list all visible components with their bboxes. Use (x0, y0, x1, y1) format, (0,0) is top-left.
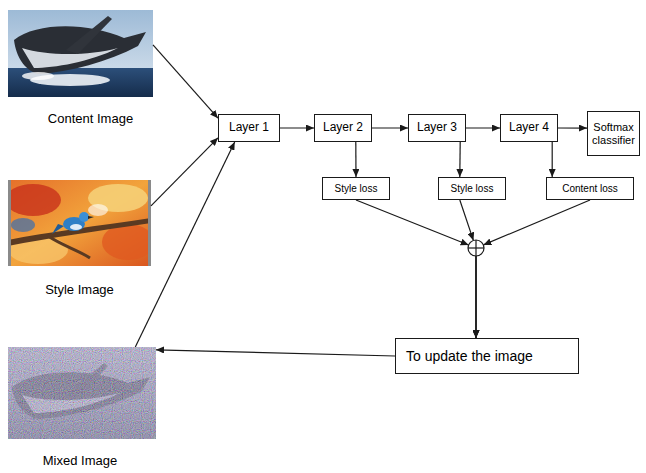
image-caption: Content Image (18, 111, 163, 126)
image-card: Content Image (8, 10, 153, 97)
box-label: Content loss (562, 183, 618, 195)
connector (356, 200, 476, 338)
connector (466, 128, 500, 129)
loss-box: Style loss (438, 177, 506, 200)
update-box: To update the image (395, 338, 579, 374)
image-caption: Style Image (8, 282, 151, 297)
connector-line (372, 127, 408, 128)
connector (476, 200, 590, 338)
box-label: Softmax classifier (592, 121, 635, 146)
connector-line (280, 127, 314, 128)
connector-line (135, 142, 234, 347)
image-caption: Mixed Image (6, 453, 154, 468)
connector-line (552, 142, 553, 177)
layer-box: Layer 2 (314, 114, 372, 142)
whale-photo (8, 10, 153, 97)
image-card: Style Image (8, 180, 151, 266)
connector-line (475, 256, 476, 338)
sum-symbol (468, 240, 484, 256)
connector-line (355, 142, 356, 177)
connector (153, 45, 218, 118)
connector-line (475, 256, 476, 338)
connector-line (356, 200, 469, 245)
connector (151, 138, 218, 206)
box-label: To update the image (406, 348, 533, 364)
connector (460, 200, 476, 338)
connector (135, 142, 234, 347)
loss-box: Style loss (322, 177, 390, 200)
connector (355, 142, 356, 177)
box-label: Layer 1 (229, 121, 269, 135)
connector (372, 128, 408, 129)
classifier-box: Softmax classifier (587, 111, 640, 156)
box-label: Style loss (335, 183, 378, 195)
box-label: Style loss (451, 183, 494, 195)
noisy-photo (8, 347, 156, 439)
painting (8, 180, 151, 266)
layer-box: Layer 1 (218, 114, 280, 142)
connector-line (156, 350, 395, 356)
connector (552, 142, 553, 177)
layer-box: Layer 3 (408, 114, 466, 142)
connector-line (558, 127, 587, 128)
loss-box: Content loss (546, 177, 634, 200)
connector (558, 128, 587, 129)
box-label: Layer 4 (509, 121, 549, 135)
layer-box: Layer 4 (500, 114, 558, 142)
connector-line (483, 200, 590, 245)
connector (280, 128, 314, 129)
image-card: Mixed Image (8, 347, 156, 439)
connector (459, 142, 460, 177)
connector-line (459, 142, 461, 177)
connector-line (466, 127, 500, 128)
connector-line (151, 138, 218, 206)
connector-line (475, 256, 476, 338)
box-label: Layer 3 (417, 121, 457, 135)
box-label: Layer 2 (323, 121, 363, 135)
connector-line (460, 200, 474, 240)
connector-line (153, 45, 218, 118)
connector (156, 350, 395, 356)
